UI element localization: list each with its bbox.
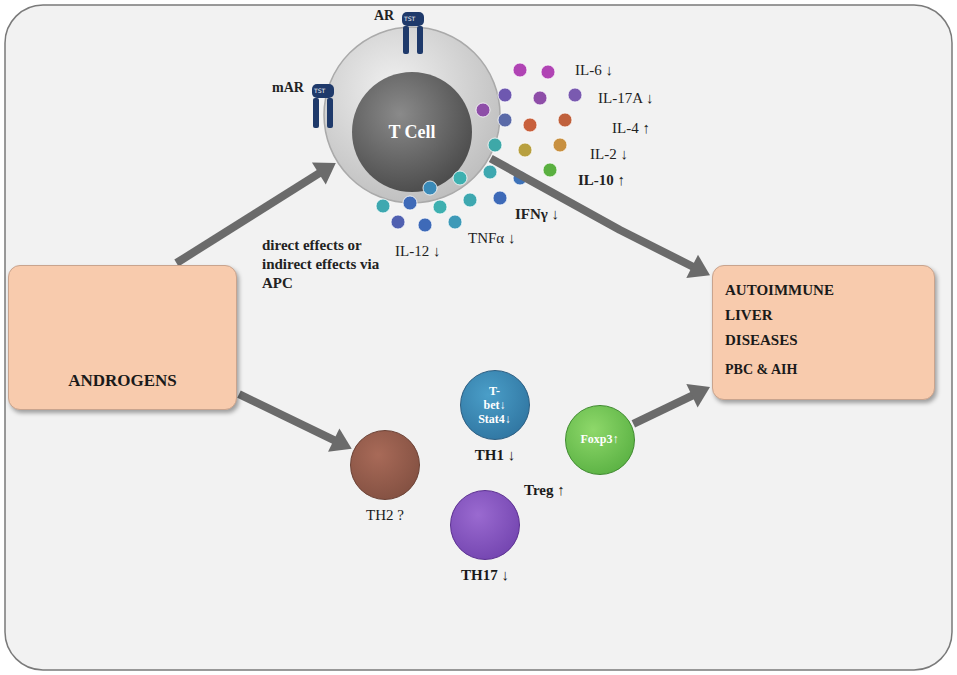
cytokine-dot bbox=[523, 118, 537, 132]
cell-circle: Foxp3↑Treg ↑ bbox=[565, 405, 635, 475]
mar-receptor bbox=[312, 84, 334, 128]
ligand-label: TST bbox=[314, 87, 325, 94]
cytokine-dot bbox=[518, 143, 532, 157]
process-box: ANDROGENS bbox=[8, 265, 237, 410]
cell-circle: TH17 ↓ bbox=[450, 490, 520, 560]
arrow-line bbox=[491, 159, 694, 268]
arrow-connector bbox=[633, 384, 710, 424]
cytokine-dot bbox=[418, 218, 432, 232]
cytokine-dot bbox=[568, 88, 582, 102]
cytokine-label: IL-17A ↓ bbox=[598, 90, 653, 107]
cytokine-dot bbox=[493, 191, 507, 205]
cell-membrane bbox=[324, 27, 500, 203]
cytokine-dot bbox=[453, 171, 467, 185]
cytokine-label: IFNγ ↓ bbox=[515, 206, 559, 223]
cytokine-dot bbox=[463, 193, 477, 207]
cytokine-dot bbox=[483, 165, 497, 179]
ar-receptor bbox=[402, 12, 424, 54]
cytokine-label: IL-10 ↑ bbox=[578, 172, 625, 189]
arrow-head bbox=[312, 163, 336, 185]
cytokine-dot bbox=[448, 215, 462, 229]
node-text: Treg ↑ bbox=[524, 482, 565, 499]
cytokine-dot bbox=[433, 200, 447, 214]
arrow-head bbox=[686, 255, 710, 278]
cytokine-dot bbox=[476, 103, 490, 117]
cytokine-label: IL-12 ↓ bbox=[395, 243, 440, 260]
process-box: AUTOIMMUNE LIVER DISEASES PBC & AIH bbox=[712, 265, 935, 400]
cytokine-dot bbox=[558, 113, 572, 127]
cytokine-label: TNFα ↓ bbox=[468, 230, 515, 247]
arrow-connector bbox=[491, 159, 710, 278]
cytokine-dots bbox=[376, 63, 582, 232]
arrow-line bbox=[239, 394, 336, 441]
node-text: TH1 ↓ bbox=[461, 447, 529, 464]
arrow-head bbox=[686, 384, 710, 407]
cytokine-dot bbox=[533, 91, 547, 105]
node-text: TH2 ? bbox=[351, 507, 419, 524]
cytokine-dot bbox=[541, 65, 555, 79]
cell-circle: T-bet↓ Stat4↓TH1 ↓ bbox=[460, 370, 530, 440]
node-text: PBC & AIH bbox=[725, 362, 797, 378]
node-text: Foxp3↑ bbox=[580, 432, 618, 447]
arrow-line bbox=[633, 395, 693, 424]
node-text: T Cell bbox=[325, 122, 499, 143]
cytokine-label: IL-2 ↓ bbox=[590, 146, 628, 163]
node-text: T-bet↓ Stat4↓ bbox=[478, 384, 511, 426]
arrow-head bbox=[328, 428, 352, 451]
cell-circle: T Cell bbox=[324, 27, 500, 203]
cytokine-dot bbox=[553, 138, 567, 152]
cytokine-dot bbox=[498, 88, 512, 102]
cell-circle: TH2 ? bbox=[350, 430, 420, 500]
ligand-label: TST bbox=[404, 15, 415, 22]
arrow-connector bbox=[239, 394, 352, 452]
cytokine-dot bbox=[488, 138, 502, 152]
cytokine-label: IL-6 ↓ bbox=[575, 62, 613, 79]
note-label: direct effects or indirect effects via A… bbox=[262, 236, 397, 293]
node-text: ANDROGENS bbox=[9, 371, 236, 391]
frame bbox=[5, 5, 952, 670]
cytokine-dot bbox=[513, 63, 527, 77]
node-text: TH17 ↓ bbox=[451, 567, 519, 584]
cytokine-dot bbox=[498, 113, 512, 127]
receptor-label: mAR bbox=[272, 80, 304, 96]
node-text: AUTOIMMUNE LIVER DISEASES bbox=[725, 278, 834, 353]
cytokine-dot bbox=[403, 196, 417, 210]
cytokine-dot bbox=[543, 163, 557, 177]
cytokine-dot bbox=[391, 215, 405, 229]
cytokine-dot bbox=[423, 181, 437, 195]
cytokine-dot bbox=[376, 199, 390, 213]
cytokine-label: IL-4 ↑ bbox=[612, 120, 650, 137]
receptor-label: AR bbox=[374, 8, 394, 24]
